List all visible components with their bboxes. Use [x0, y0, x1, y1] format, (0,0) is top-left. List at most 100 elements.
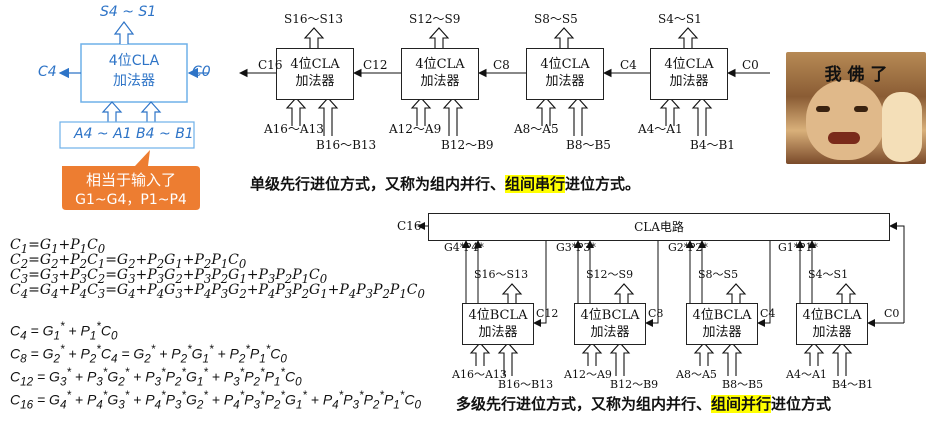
multi-level-caption: 多级先行进位方式，又称为组内并行、组间并行进位方式 — [456, 393, 831, 414]
a-input-arrow — [581, 342, 603, 366]
multi-caption-a: 多级先行进位方式，又称为组内并行、 — [456, 395, 712, 413]
sum-label: S12～S9 — [409, 12, 461, 26]
sum-label: S12～S9 — [586, 268, 634, 281]
single-c0-label: C0 — [742, 58, 759, 72]
bcla-block-name: 4位BCLA — [692, 308, 752, 323]
cla-circuit-label: CLA电路 — [634, 220, 684, 234]
single-c4-label: C4 — [620, 58, 637, 72]
b-label: B16～B13 — [498, 378, 554, 391]
callout-shape — [62, 150, 200, 210]
cla-symbol-b-arrow — [140, 101, 162, 122]
callout-line2: G1~G4，P1~P4 — [75, 192, 187, 208]
a-input-arrow — [693, 342, 715, 366]
sum-arrow — [613, 283, 635, 303]
single-level-caption: 单级先行进位方式，又称为组内并行、组间串行进位方式。 — [250, 173, 640, 194]
bcla-block-name: 4位BCLA — [580, 308, 640, 323]
cla-symbol-sub: 加法器 — [113, 73, 155, 89]
b-label: B8～B5 — [722, 378, 764, 391]
b-label: B8～B5 — [566, 138, 611, 152]
equation-b: C8 = G2* + P2*C4 = G2* + P2*G1* + P2*P1*… — [10, 343, 287, 366]
single-c8-label: C8 — [493, 58, 510, 72]
cla-circuit-box: CLA电路 — [428, 213, 890, 241]
c0-to-cla-line — [889, 222, 905, 323]
g-label: G4* — [444, 241, 466, 254]
a-label: A12～A9 — [389, 122, 442, 136]
single-caption-b: 进位方式。 — [565, 175, 641, 193]
sum-arrow — [501, 283, 523, 303]
sum-arrow — [303, 27, 325, 48]
a-label: A4～A1 — [638, 122, 683, 136]
sum-arrow — [835, 283, 857, 303]
p-label: P3* — [576, 241, 596, 254]
b-label: B4～B1 — [690, 138, 735, 152]
callout-line1: 相当于输入了 — [85, 171, 176, 189]
a-label: A16～A13 — [452, 368, 507, 381]
multi-level-wires — [417, 222, 905, 376]
b-input-arrow — [567, 97, 589, 136]
cla-block-name: 4位CLA — [415, 57, 465, 72]
sum-label: S8～S5 — [534, 12, 578, 26]
cla-symbol-cout: C4 — [38, 64, 57, 80]
a-label: A12～A9 — [564, 368, 612, 381]
a-label: A8～A5 — [514, 122, 559, 136]
single-caption-highlight: 组间串行 — [505, 175, 566, 193]
sum-arrow — [725, 283, 747, 303]
meme-face — [806, 80, 884, 160]
carry-label: C8 — [648, 307, 664, 320]
equation-a: C3=G3+P3C2=G3+P3G2+P3P2G1+P3P2P1C0 — [10, 267, 328, 286]
cla-block-name: 4位CLA — [290, 57, 340, 72]
sum-label: S4～S1 — [658, 12, 702, 26]
carry-in-line — [645, 241, 659, 327]
b-label: B16～B13 — [316, 138, 377, 152]
single-c16-label: C16 — [258, 58, 283, 72]
single-c12-label: C12 — [363, 58, 388, 72]
sum-arrow — [553, 27, 575, 48]
p-label: P2* — [688, 241, 708, 254]
cla-symbol-input-box — [59, 121, 195, 149]
b-label: B12～B9 — [441, 138, 494, 152]
bcla-block: 4位BCLA 加法器 — [686, 303, 758, 345]
cla-block-sub: 加法器 — [420, 74, 460, 89]
g-label: G1* — [778, 241, 800, 254]
bcla-block-sub: 加法器 — [702, 325, 742, 340]
bcla-block-name: 4位BCLA — [802, 308, 862, 323]
cla-block-name: 4位CLA — [540, 57, 590, 72]
cla-block-sub: 加法器 — [545, 74, 585, 89]
bcla-block-name: 4位BCLA — [468, 308, 528, 323]
sum-label: S4～S1 — [808, 268, 849, 281]
cla-symbol-name: 4位CLA — [108, 53, 160, 69]
carry-in-line — [533, 241, 547, 327]
sum-label: S16～S13 — [474, 268, 529, 281]
cla-symbol-sum-label: S4 ~ S1 — [100, 4, 157, 20]
a-label: A8～A5 — [676, 368, 717, 381]
b-input-arrow — [609, 342, 631, 376]
sum-arrow — [677, 27, 699, 48]
carry-label: C12 — [536, 307, 559, 320]
p-label: P1* — [798, 241, 818, 254]
equation-a: C1=G1+P1C0 — [10, 237, 106, 256]
equation-a: C2=G2+P2C1=G2+P2G1+P2P1C0 — [10, 252, 247, 271]
cla-symbol-cin: C0 — [192, 64, 211, 80]
meme-image: 我 佛 了 — [786, 52, 926, 164]
g-label: G3* — [556, 241, 578, 254]
meme-caption: 我 佛 了 — [824, 65, 888, 85]
single-level-wires — [238, 27, 770, 136]
equation-b: C12 = G3* + P3*G2* + P3*P2*G1* + P3*P2*P… — [10, 366, 302, 389]
cla-symbol-a-arrow — [101, 101, 123, 122]
sum-label: S8～S5 — [698, 268, 739, 281]
a-label: A16～A13 — [264, 122, 324, 136]
g-label: G2* — [668, 241, 690, 254]
equation-b: C4 = G1* + P1*C0 — [10, 320, 118, 343]
a-label: A4～A1 — [786, 368, 827, 381]
a-input-arrow — [469, 342, 491, 366]
sum-arrow — [428, 27, 450, 48]
cla-symbol-inputs: A4 ~ A1 B4 ~ B1 — [74, 126, 194, 142]
bcla-block-sub: 加法器 — [478, 325, 518, 340]
cla-block: 4位CLA 加法器 — [526, 48, 604, 100]
single-caption-a: 单级先行进位方式，又称为组内并行、 — [250, 175, 506, 193]
cla-block-sub: 加法器 — [295, 74, 335, 89]
b-label: B4～B1 — [832, 378, 874, 391]
